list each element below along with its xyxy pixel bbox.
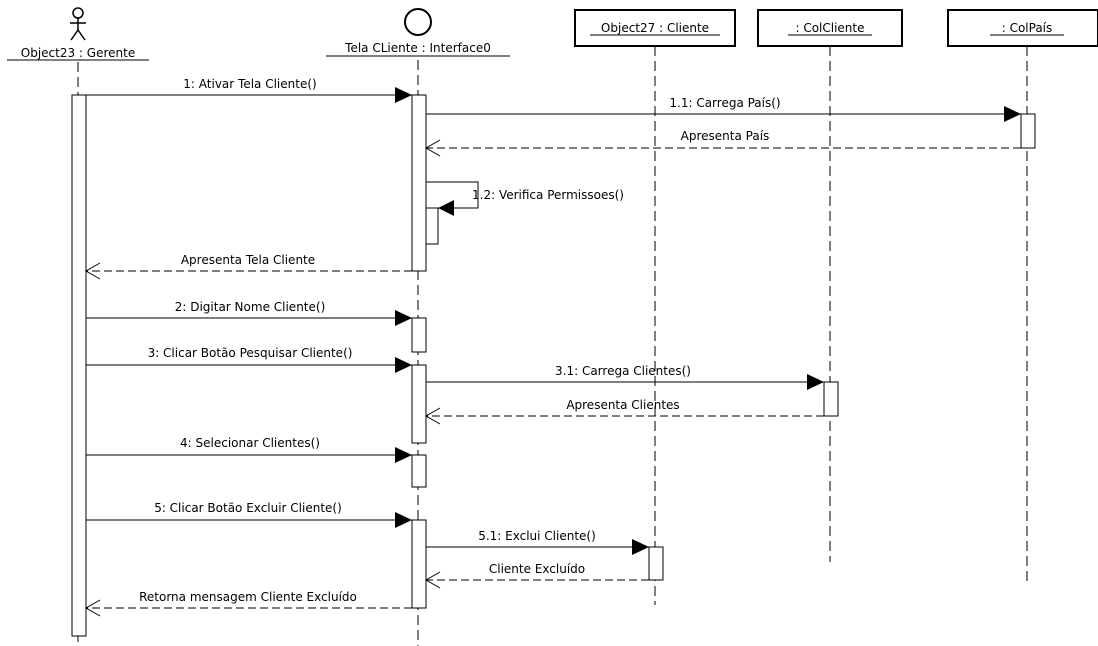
message-carrega-clientes: 3.1: Carrega Clientes() xyxy=(426,364,824,390)
activation-tela-self xyxy=(425,207,439,245)
return-retorna-mensagem: Retorna mensagem Cliente Excluído xyxy=(84,590,412,617)
return-apresenta-pais: Apresenta País xyxy=(424,129,1021,157)
participant-label-colpais: : ColPaís xyxy=(1002,21,1053,35)
message-label: Retorna mensagem Cliente Excluído xyxy=(139,590,357,604)
activation-gerente xyxy=(71,94,87,637)
activation-tela-4 xyxy=(411,454,427,488)
interface-icon xyxy=(404,8,432,36)
message-clicar-botao-excluir: 5: Clicar Botão Excluir Cliente() xyxy=(86,501,412,528)
participant-label-cliente: Object27 : Cliente xyxy=(601,21,709,35)
message-ativar-tela-cliente: 1: Ativar Tela Cliente() xyxy=(86,77,412,103)
message-label: 4: Selecionar Clientes() xyxy=(180,436,320,450)
message-selecionar-clientes: 4: Selecionar Clientes() xyxy=(86,436,412,463)
message-label: 3: Clicar Botão Pesquisar Cliente() xyxy=(148,346,353,360)
message-clicar-botao-pesquisar: 3: Clicar Botão Pesquisar Cliente() xyxy=(86,346,412,373)
message-label: 3.1: Carrega Clientes() xyxy=(555,364,691,378)
activation-tela-3 xyxy=(411,364,427,444)
return-cliente-excluido: Cliente Excluído xyxy=(424,562,649,589)
participant-tela: Tela CLiente : Interface0 xyxy=(326,8,510,646)
activation-tela-2 xyxy=(411,317,427,353)
message-carrega-pais: 1.1: Carrega País() xyxy=(426,96,1021,122)
message-label: 1: Ativar Tela Cliente() xyxy=(183,77,316,91)
activation-tela-1 xyxy=(411,94,427,272)
message-label: 2: Digitar Nome Cliente() xyxy=(175,300,326,314)
return-apresenta-clientes: Apresenta Clientes xyxy=(424,398,824,425)
actor-icon xyxy=(70,7,86,41)
participant-gerente: Object23 : Gerente xyxy=(7,7,149,646)
return-apresenta-tela-cliente: Apresenta Tela Cliente xyxy=(84,253,412,280)
message-verifica-permissoes: 1.2: Verifica Permissoes() xyxy=(426,181,624,216)
message-label: Cliente Excluído xyxy=(489,562,585,576)
message-label: 5: Clicar Botão Excluir Cliente() xyxy=(154,501,342,515)
participant-colpais: : ColPaís xyxy=(947,9,1098,585)
message-label: 1.1: Carrega País() xyxy=(669,96,780,110)
activation-cliente xyxy=(648,546,664,581)
message-digitar-nome-cliente: 2: Digitar Nome Cliente() xyxy=(86,300,412,326)
activation-colcliente xyxy=(823,381,839,417)
message-exclui-cliente: 5.1: Exclui Cliente() xyxy=(426,529,649,555)
participant-label-gerente: Object23 : Gerente xyxy=(21,46,135,60)
message-label: Apresenta Clientes xyxy=(566,398,679,412)
message-label: Apresenta Tela Cliente xyxy=(181,253,315,267)
message-label: Apresenta País xyxy=(681,129,770,143)
participant-label-tela: Tela CLiente : Interface0 xyxy=(344,41,491,55)
participant-label-colcliente: : ColCliente xyxy=(795,21,864,35)
participant-colcliente: : ColCliente xyxy=(757,9,903,562)
message-label: 1.2: Verifica Permissoes() xyxy=(472,188,624,202)
activation-tela-5 xyxy=(411,519,427,609)
participant-box-colpais xyxy=(947,9,1098,47)
message-label: 5.1: Exclui Cliente() xyxy=(478,529,596,543)
activation-colpais xyxy=(1020,113,1036,149)
participant-cliente: Object27 : Cliente xyxy=(574,9,736,605)
